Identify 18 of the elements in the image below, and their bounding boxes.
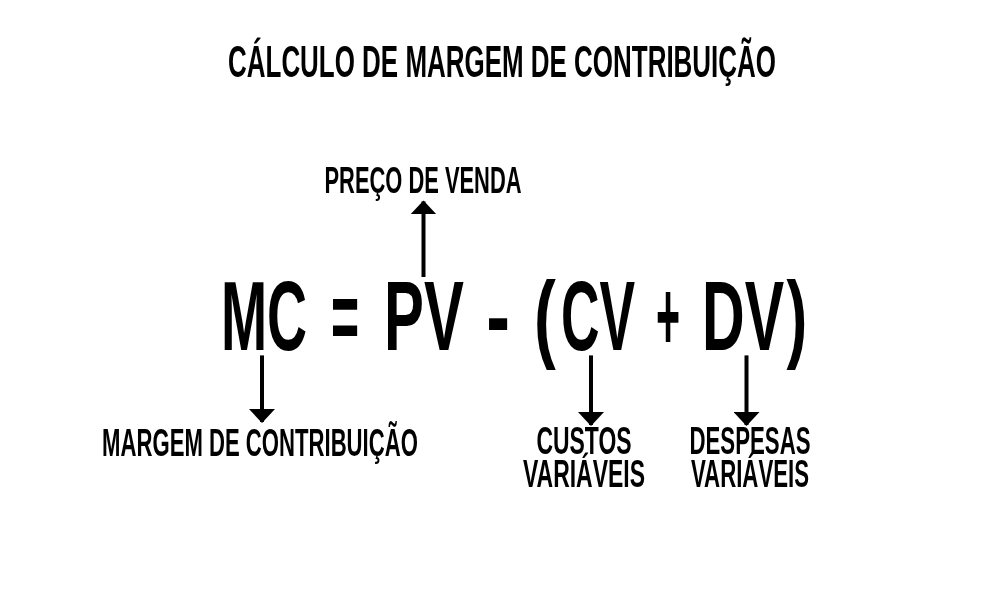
equals-sign: = — [330, 277, 360, 356]
term-label: DESPESAS VARIÁVEIS — [689, 425, 811, 492]
arrow — [733, 355, 760, 426]
diagram-title: CÁLCULO DE MARGEM DE CONTRIBUIÇÃO — [228, 37, 776, 88]
parenthesis: ( — [534, 260, 556, 373]
arrow — [410, 200, 437, 277]
term-label: PREÇO DE VENDA — [324, 160, 522, 202]
plus-sign: + — [655, 277, 681, 356]
minus-sign: - — [486, 277, 510, 356]
term-label: MARGEM DE CONTRIBUIÇÃO — [102, 422, 418, 466]
formula-variable: DV — [701, 277, 785, 356]
parenthesis: ) — [786, 260, 808, 373]
term-label: CUSTOS VARIÁVEIS — [523, 425, 645, 492]
formula-variable: CV — [560, 277, 636, 356]
formula-variable: MC — [220, 277, 308, 356]
formula-variable: PV — [384, 277, 464, 356]
arrow — [249, 355, 275, 423]
arrow — [578, 355, 604, 426]
